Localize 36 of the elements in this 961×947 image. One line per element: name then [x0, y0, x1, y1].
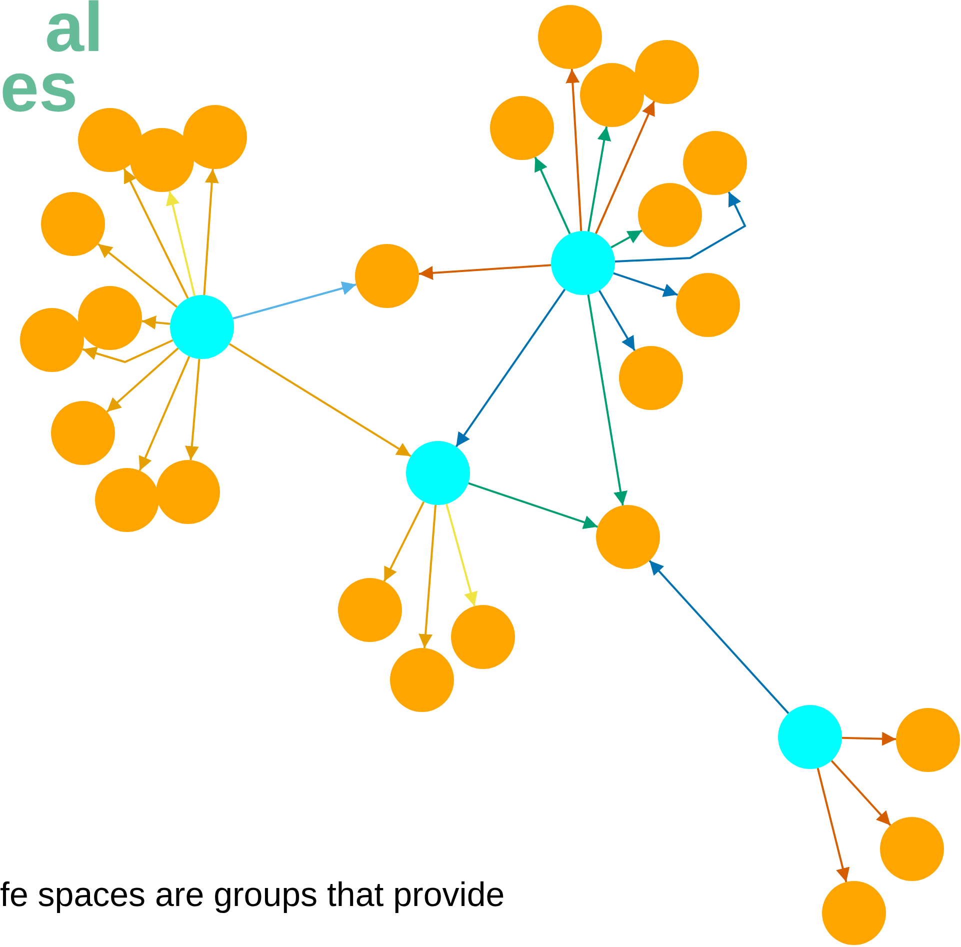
arrow — [613, 272, 678, 297]
arrow — [842, 732, 896, 746]
hub-node — [406, 441, 470, 505]
arrow — [232, 281, 356, 320]
arrow — [383, 501, 425, 582]
arrow — [106, 348, 179, 412]
arrow — [446, 504, 478, 606]
leaf-node — [638, 183, 702, 247]
arrow — [82, 339, 174, 364]
arrow — [203, 168, 219, 296]
arrow — [598, 290, 636, 351]
arrow — [138, 356, 190, 472]
arrow — [816, 768, 850, 882]
arrow — [587, 294, 628, 506]
arrow — [455, 288, 566, 448]
arrow — [184, 358, 200, 460]
arrow — [534, 156, 571, 234]
arrow — [648, 560, 790, 714]
body-text: fe spaces are groups that provide — [0, 878, 505, 912]
arrow — [610, 230, 642, 248]
arrow — [830, 760, 892, 826]
arrow — [468, 482, 598, 529]
arrow — [97, 243, 178, 308]
arrow — [587, 126, 612, 232]
arrow — [566, 68, 582, 232]
arrow — [228, 342, 412, 458]
hub-node — [170, 295, 234, 359]
leaf-node — [580, 63, 644, 127]
arrow — [418, 264, 552, 280]
arrow — [418, 504, 437, 648]
arrow — [166, 190, 196, 296]
arrow — [594, 100, 656, 234]
arrow — [142, 316, 170, 330]
hub-node — [551, 231, 615, 295]
arrow — [123, 168, 189, 299]
arrow — [614, 191, 746, 262]
